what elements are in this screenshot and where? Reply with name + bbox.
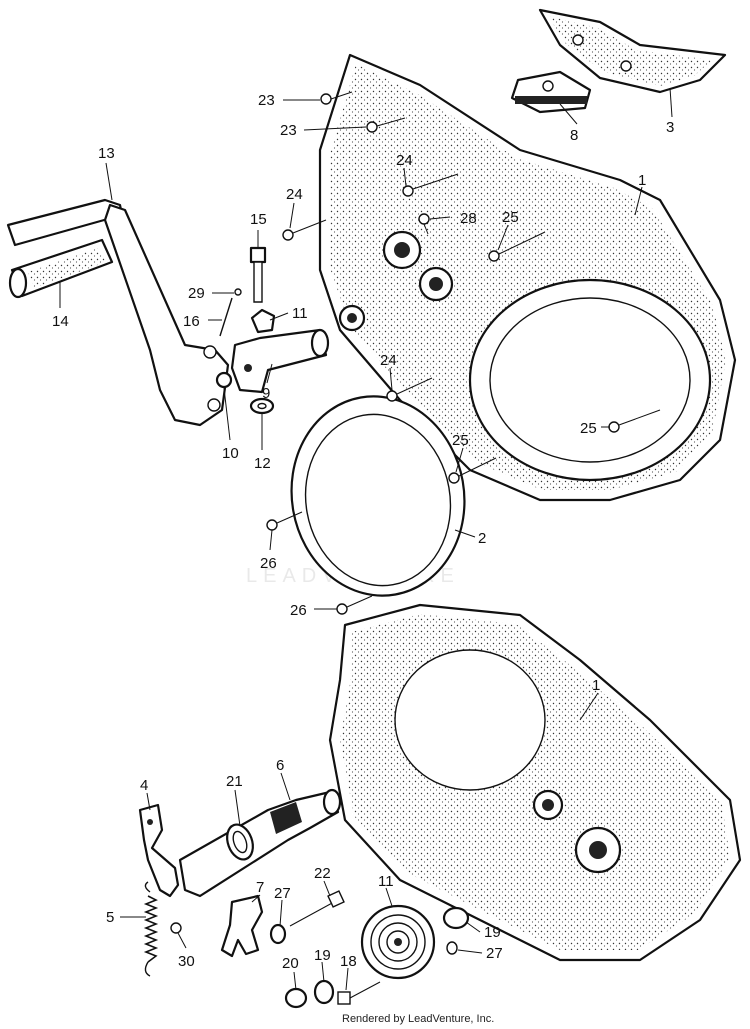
callout-30: 30 bbox=[178, 953, 195, 970]
part-pin-17 bbox=[219, 297, 233, 337]
callout-5: 5 bbox=[106, 909, 114, 926]
callout-20: 20 bbox=[282, 955, 299, 972]
part-spindle-6 bbox=[178, 788, 342, 898]
part-bolt-22 bbox=[289, 890, 345, 927]
callout-16: 15 bbox=[250, 211, 267, 228]
part-ball-29 bbox=[234, 288, 242, 296]
callout-25b: 25 bbox=[580, 420, 597, 437]
callout-26b: 26 bbox=[290, 602, 307, 619]
callout-11: 11 bbox=[378, 873, 394, 890]
part-washer-30 bbox=[170, 922, 182, 934]
callout-6: 6 bbox=[276, 757, 284, 774]
screw-25c bbox=[448, 457, 497, 484]
credit-text: Rendered by LeadVenture, Inc. bbox=[342, 1013, 494, 1025]
screw-23a bbox=[320, 91, 353, 105]
part-washer-10 bbox=[215, 371, 233, 389]
part-spring-5 bbox=[143, 881, 159, 977]
part-left-cover-lower-1 bbox=[328, 603, 742, 962]
callout-14: 13 bbox=[98, 145, 115, 162]
part-washer-19b bbox=[442, 906, 470, 930]
callout-26a: 26 bbox=[260, 555, 277, 572]
part-washer-13 bbox=[249, 397, 275, 415]
part-round-cover-2 bbox=[290, 395, 466, 597]
callout-27b: 27 bbox=[486, 945, 503, 962]
screw-24c bbox=[386, 377, 433, 402]
part-left-cover-upper-1 bbox=[318, 53, 737, 502]
callout-4: 4 bbox=[140, 777, 148, 794]
part-kick-arm-14 bbox=[6, 198, 230, 427]
callout-labels: 23 23 24 24 28 25 15 29 16 11 13 14 9 10… bbox=[52, 92, 674, 972]
callout-23a: 23 bbox=[258, 92, 275, 109]
callout-24a: 24 bbox=[396, 152, 413, 169]
part-bolt-18 bbox=[337, 981, 381, 1005]
callout-21: 21 bbox=[226, 773, 243, 790]
callout-24b: 24 bbox=[286, 186, 303, 203]
callout-9: 9 bbox=[262, 385, 270, 402]
callout-13: 12 bbox=[254, 455, 271, 472]
callout-18: 18 bbox=[340, 953, 357, 970]
callout-3: 3 bbox=[666, 119, 674, 136]
part-fork-7 bbox=[220, 894, 264, 958]
screw-24a bbox=[402, 173, 459, 197]
callout-22: 22 bbox=[314, 865, 331, 882]
callout-25a: 25 bbox=[502, 209, 519, 226]
callout-19b: 19 bbox=[484, 924, 501, 941]
callout-19a: 19 bbox=[314, 947, 331, 964]
screw-23b bbox=[366, 117, 406, 133]
screw-24b bbox=[282, 219, 327, 241]
callout-12: 11 bbox=[292, 305, 308, 322]
callout-17: 16 bbox=[183, 313, 200, 330]
part-spiral-11 bbox=[360, 904, 436, 980]
callout-24c: 24 bbox=[380, 352, 397, 369]
part-bolt-16 bbox=[249, 246, 267, 303]
part-kick-shaft-9 bbox=[230, 328, 330, 394]
part-pad-8 bbox=[510, 70, 592, 114]
callout-7: 7 bbox=[256, 879, 264, 896]
screw-25a bbox=[488, 231, 546, 262]
part-kick-rubber-15 bbox=[8, 238, 114, 299]
callout-15: 14 bbox=[52, 313, 69, 330]
part-washer-27a bbox=[269, 923, 287, 945]
callout-2: 2 bbox=[478, 530, 486, 547]
part-washer-20 bbox=[284, 987, 308, 1009]
callout-1-upper: 1 bbox=[638, 172, 646, 189]
callout-10: 10 bbox=[222, 445, 239, 462]
callout-8: 8 bbox=[570, 127, 578, 144]
callout-29: 29 bbox=[188, 285, 205, 302]
callout-28: 28 bbox=[460, 210, 477, 227]
part-washer-19a bbox=[313, 979, 335, 1005]
leader-lines bbox=[59, 87, 673, 991]
screw-28 bbox=[418, 213, 430, 235]
part-bracket-3 bbox=[538, 8, 727, 94]
part-ring-21 bbox=[226, 823, 254, 861]
callout-23b: 23 bbox=[280, 122, 297, 139]
callout-27a: 27 bbox=[274, 885, 291, 902]
callout-25c: 25 bbox=[452, 432, 469, 449]
screws bbox=[266, 91, 661, 615]
part-arm-4 bbox=[138, 803, 180, 898]
callout-1-lower: 1 bbox=[592, 677, 600, 694]
screw-26b bbox=[336, 595, 373, 615]
screw-25b bbox=[608, 409, 661, 433]
part-nut-12 bbox=[250, 308, 276, 334]
part-washer-27b bbox=[446, 941, 458, 955]
